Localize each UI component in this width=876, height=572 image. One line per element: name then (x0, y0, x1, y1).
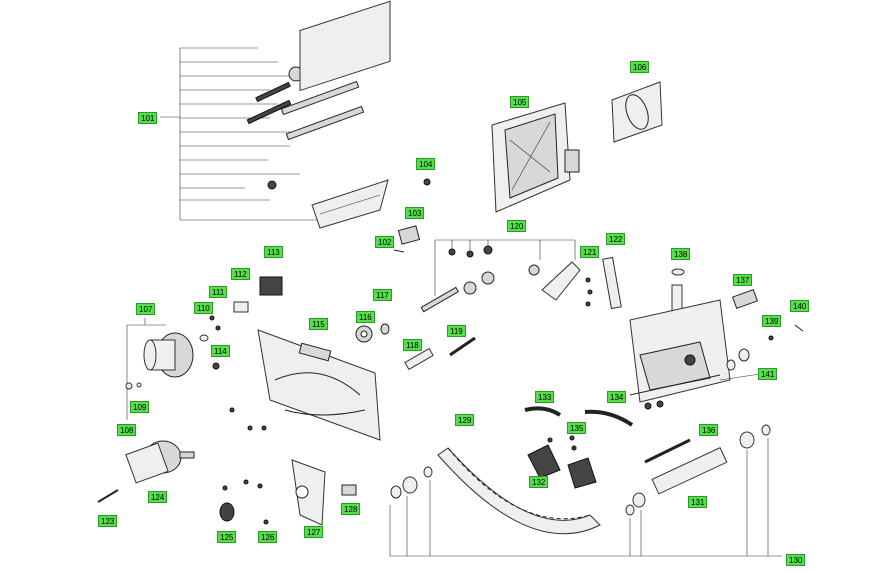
part-110-114 (199, 276, 283, 370)
label-113[interactable]: 113 (264, 246, 283, 258)
label-129[interactable]: 129 (455, 414, 475, 426)
label-105[interactable]: 105 (510, 96, 530, 108)
label-126[interactable]: 126 (258, 531, 278, 543)
label-109[interactable]: 109 (130, 401, 150, 413)
part-107-group (125, 318, 194, 420)
label-123[interactable]: 123 (98, 515, 118, 527)
part-129-arc (437, 447, 601, 535)
label-101[interactable]: 101 (138, 112, 158, 124)
part-103-104-102 (393, 178, 431, 253)
part-130-bushings (389, 424, 782, 557)
label-107[interactable]: 107 (136, 303, 156, 315)
label-134[interactable]: 134 (607, 391, 627, 403)
part-118-119 (404, 336, 476, 371)
label-122[interactable]: 122 (606, 233, 626, 245)
label-106[interactable]: 106 (630, 61, 650, 73)
part-frame-assembly (629, 284, 731, 403)
part-132-135 (524, 406, 634, 489)
part-120-group (434, 239, 576, 296)
label-131[interactable]: 131 (688, 496, 708, 508)
part-137-140 (671, 268, 804, 341)
label-112[interactable]: 112 (231, 268, 250, 280)
label-135[interactable]: 135 (567, 422, 587, 434)
label-130[interactable]: 130 (786, 554, 806, 566)
label-110[interactable]: 110 (194, 302, 213, 314)
label-119[interactable]: 119 (447, 325, 466, 337)
label-137[interactable]: 137 (733, 274, 753, 286)
label-102[interactable]: 102 (375, 236, 395, 248)
label-125[interactable]: 125 (217, 531, 237, 543)
part-116-117 (355, 323, 390, 343)
label-104[interactable]: 104 (416, 158, 436, 170)
part-121-122 (585, 256, 622, 310)
part-105-plate (491, 102, 580, 213)
leader-101 (160, 47, 320, 221)
label-111[interactable]: 111 (209, 286, 228, 298)
part-101-rail-assembly (246, 0, 391, 229)
part-125-128 (219, 407, 357, 526)
label-132[interactable]: 132 (529, 476, 549, 488)
label-133[interactable]: 133 (535, 391, 555, 403)
label-115[interactable]: 115 (309, 318, 328, 330)
label-118[interactable]: 118 (403, 339, 422, 351)
label-140[interactable]: 140 (790, 300, 810, 312)
part-131-136 (644, 400, 728, 495)
label-108[interactable]: 108 (117, 424, 137, 436)
label-116[interactable]: 116 (356, 311, 375, 323)
label-117[interactable]: 117 (373, 289, 392, 301)
part-106-gasket (611, 81, 663, 143)
part-141 (719, 348, 761, 381)
label-139[interactable]: 139 (762, 315, 782, 327)
label-103[interactable]: 103 (405, 207, 425, 219)
label-138[interactable]: 138 (671, 248, 691, 260)
label-124[interactable]: 124 (148, 491, 168, 503)
label-121[interactable]: 121 (580, 246, 600, 258)
part-120-components (420, 245, 581, 313)
part-124-handle (97, 440, 195, 503)
label-136[interactable]: 136 (699, 424, 719, 436)
label-127[interactable]: 127 (304, 526, 324, 538)
part-115-guard (257, 329, 381, 441)
label-141[interactable]: 141 (758, 368, 778, 380)
label-128[interactable]: 128 (341, 503, 361, 515)
label-120[interactable]: 120 (507, 220, 527, 232)
label-114[interactable]: 114 (211, 345, 230, 357)
